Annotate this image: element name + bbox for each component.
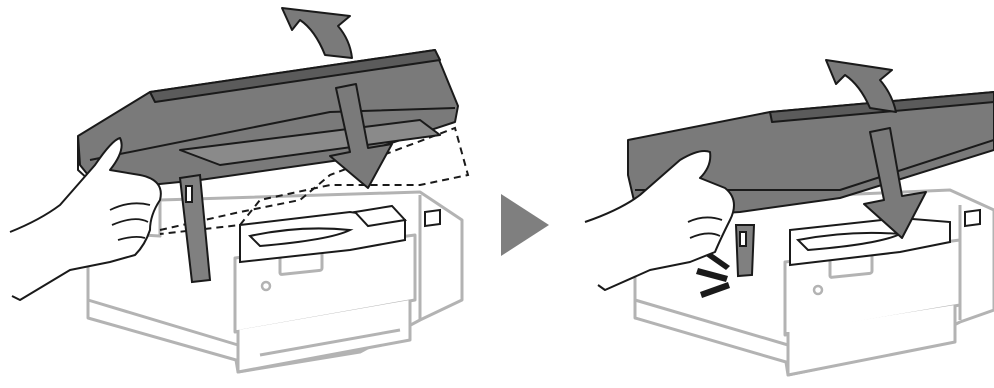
up-curved-arrow-icon <box>282 8 352 58</box>
scanner-support-arm <box>736 225 754 276</box>
step-1-illustration <box>0 0 470 388</box>
step-2-illustration <box>540 0 994 388</box>
scanner-unit-lid <box>78 50 458 190</box>
